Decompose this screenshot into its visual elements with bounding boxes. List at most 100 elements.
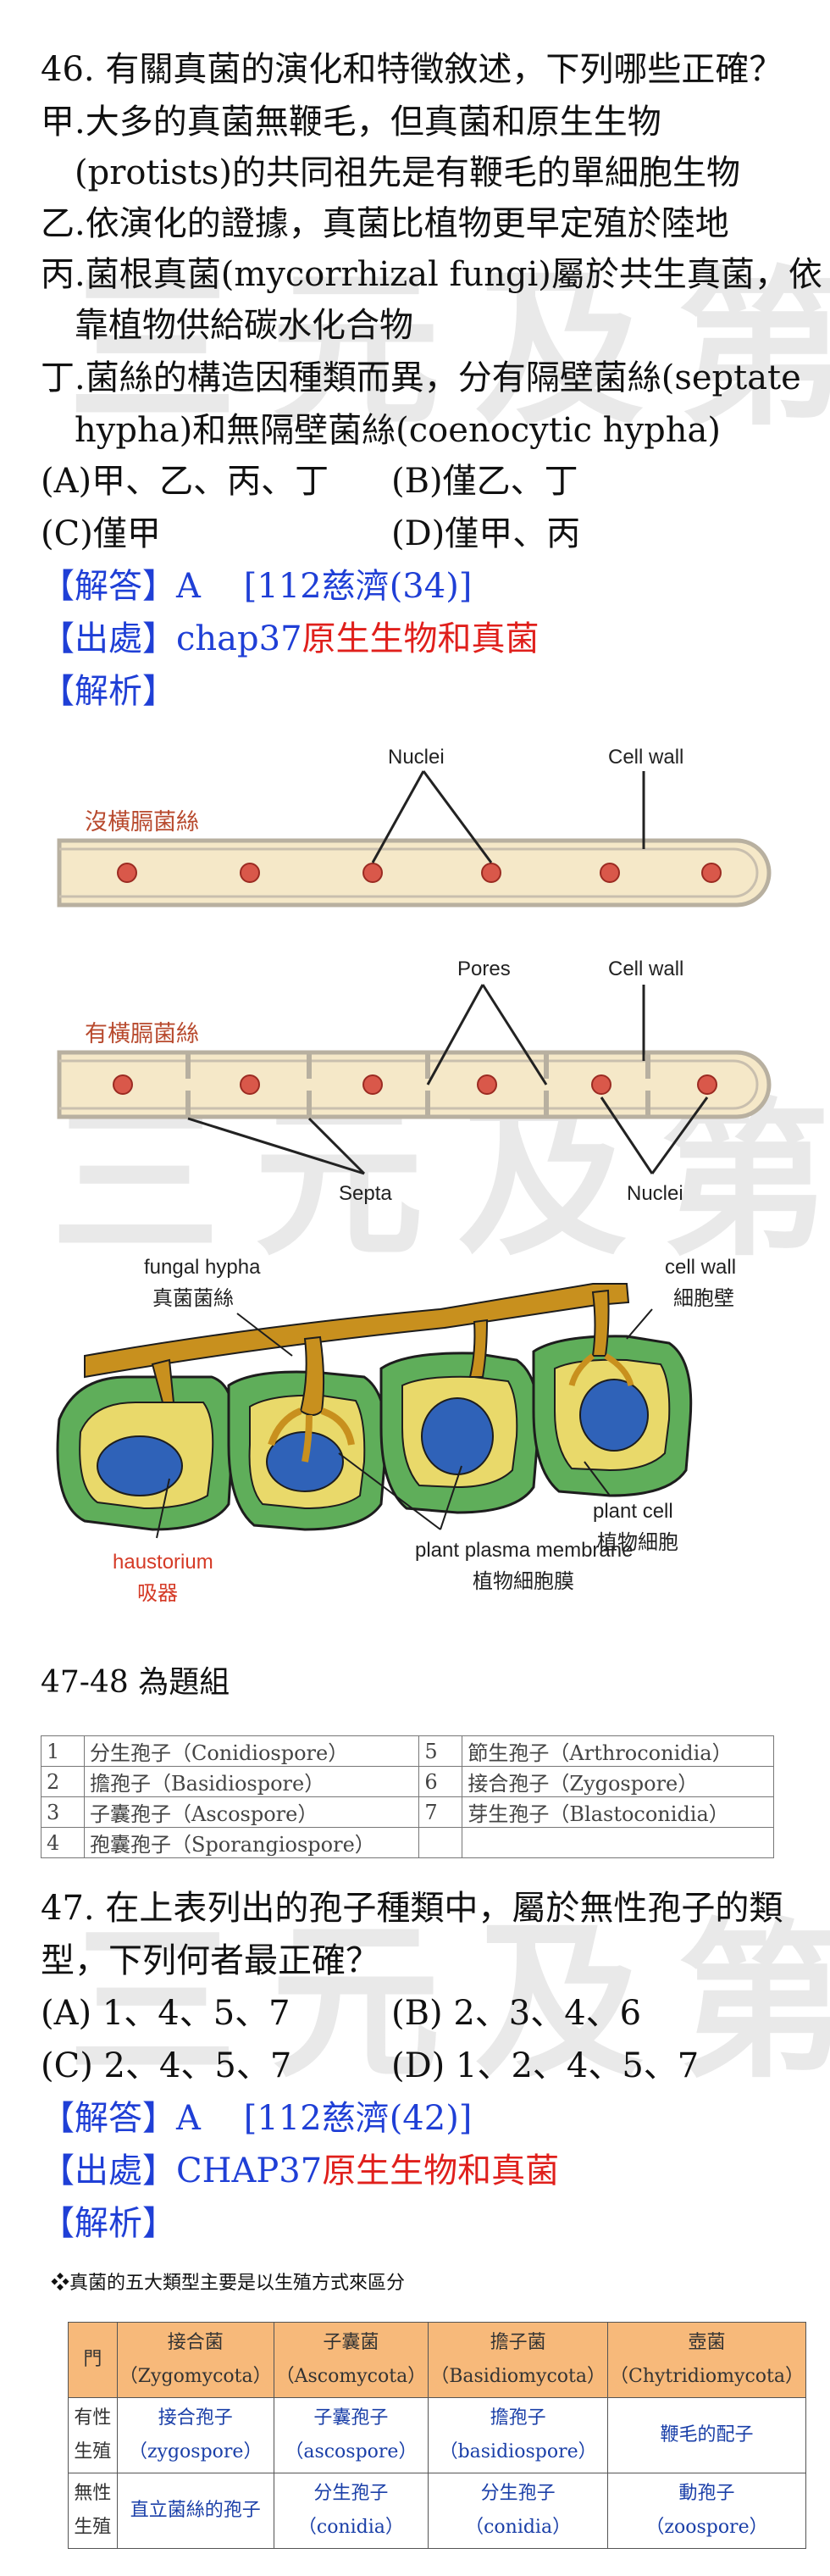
- q46-statement-2: 乙.依演化的證據，真菌比植物更早定殖於陸地: [41, 204, 729, 243]
- answer-value: A: [176, 567, 201, 606]
- question-group-title: 47-48 為題組: [41, 1665, 230, 1700]
- q46-statement-3: 丙.菌根真菌(mycorrhizal fungi)屬於共生真菌，依: [41, 255, 822, 294]
- q46-statement-4: 丁.菌絲的構造因種類而異，分有隔壁菌絲(septate: [41, 358, 801, 397]
- table-cell: 鞭毛的配子: [606, 2397, 807, 2473]
- table-row: 無性生殖 直立菌絲的孢子 分生孢子（conidia） 分生孢子（conidia）…: [68, 2473, 807, 2549]
- plasma-membrane-cn-label: 植物細胞膜: [473, 1570, 574, 1593]
- spore-number: 6: [418, 1766, 463, 1797]
- table-cell: 子囊孢子（ascospore）: [273, 2397, 429, 2473]
- q47-option-c: (C) 2、4、5、7: [41, 2046, 292, 2085]
- nuclei-label: Nuclei: [388, 746, 445, 769]
- q47-stem-cont: 型，下列何者最正確？: [41, 1941, 379, 1980]
- haustorium-diagram: [56, 1283, 693, 1539]
- row-label: 有性生殖: [68, 2397, 118, 2473]
- q46-option-d: (D)僅甲、丙: [391, 514, 581, 553]
- q46-stem: 46. 有關真菌的演化和特徵敘述，下列哪些正確？: [41, 50, 783, 89]
- spore-name: 節生孢子（Arthroconidia）: [462, 1735, 774, 1767]
- source-title: 原生生物和真菌: [302, 619, 540, 658]
- fungi-note: ❖真菌的五大類型主要是以生殖方式來區分: [51, 2273, 406, 2294]
- nucleus: [117, 863, 137, 883]
- source-tag: 【出處】: [41, 2151, 176, 2190]
- spore-number: 1: [41, 1735, 85, 1767]
- q47-explanation-tag: 【解析】: [41, 2204, 176, 2243]
- answer-value: A: [176, 2099, 201, 2138]
- spore-name: 孢囊孢子（Sporangiospore）: [83, 1827, 420, 1858]
- hypha-diagram: [57, 770, 772, 1175]
- header-cell: 擔子菌（Basidiomycota）: [428, 2322, 608, 2398]
- q47-source: 【出處】CHAP37原生生物和真菌: [41, 2149, 559, 2193]
- spore-name: [462, 1827, 774, 1858]
- haustorium-cn-label: 吸器: [137, 1582, 178, 1605]
- nucleus: [362, 1074, 383, 1095]
- fungal-hypha-label: fungal hypha: [144, 1256, 261, 1279]
- header-cell: 接合菌（Zygomycota）: [116, 2322, 274, 2398]
- nucleus: [113, 1074, 133, 1095]
- coenocytic-hypha: [57, 838, 772, 908]
- source-tag: 【出處】: [41, 619, 176, 658]
- row-label: 無性生殖: [68, 2473, 118, 2549]
- watermark: 三元及第: [68, 252, 830, 449]
- watermark: 三元及第: [68, 1904, 830, 2101]
- spore-number: 3: [41, 1796, 85, 1828]
- answer-tag: 【解答】: [41, 567, 176, 606]
- q46-statement-3-cont: 靠植物供給碳水化合物: [75, 306, 413, 345]
- pores-label: Pores: [457, 958, 511, 980]
- header-cell: 子囊菌（Ascomycota）: [273, 2322, 429, 2398]
- cell-wall-en-label: cell wall: [665, 1256, 737, 1279]
- q47-answer: 【解答】A [112慈濟(42)]: [41, 2096, 472, 2140]
- spore-number: 7: [418, 1796, 463, 1828]
- table-row: 有性生殖 接合孢子（zygospore） 子囊孢子（ascospore） 擔孢子…: [68, 2397, 807, 2473]
- answer-source: [112慈濟(34)]: [243, 567, 473, 606]
- table-cell: 直立菌絲的孢子: [116, 2473, 274, 2549]
- haustorium-label: haustorium: [113, 1551, 213, 1574]
- header-cell: 壺菌（Chytridiomycota）: [606, 2322, 807, 2398]
- answer-tag: 【解答】: [41, 2099, 176, 2138]
- coenocytic-label: 沒橫膈菌絲: [85, 809, 199, 836]
- fungal-hypha: [84, 1283, 634, 1463]
- header-cell: 門: [68, 2322, 118, 2398]
- spore-name: 芽生孢子（Blastoconidia）: [462, 1796, 774, 1828]
- spore-name: 擔孢子（Basidiospore）: [83, 1766, 420, 1797]
- fungal-hypha-cn-label: 真菌菌絲: [152, 1287, 234, 1310]
- nucleus: [421, 1397, 494, 1475]
- nucleus: [481, 863, 501, 883]
- q47-option-b: (B) 2、3、4、6: [391, 1994, 642, 2033]
- table-cell: 擔孢子（basidiospore）: [428, 2397, 608, 2473]
- septa-label: Septa: [339, 1182, 392, 1205]
- plant-cell-cn-label: 植物細胞: [597, 1531, 678, 1554]
- nucleus: [240, 1074, 260, 1095]
- table-cell: 接合孢子（zygospore）: [116, 2397, 274, 2473]
- q47-option-d: (D) 1、2、4、5、7: [391, 2046, 700, 2085]
- spore-name: 子囊孢子（Ascospore）: [83, 1796, 420, 1828]
- nucleus: [600, 863, 620, 883]
- q46-statement-1-cont: (protists)的共同祖先是有鞭毛的單細胞生物: [75, 153, 741, 192]
- source-chapter: CHAP37: [176, 2151, 323, 2190]
- table-cell: 動孢子（zoospore）: [606, 2473, 807, 2549]
- nucleus: [591, 1074, 611, 1095]
- nucleus: [697, 1074, 717, 1095]
- nucleus: [477, 1074, 497, 1095]
- q46-option-c: (C)僅甲: [41, 514, 161, 553]
- nuclei-label-2: Nuclei: [627, 1182, 683, 1205]
- q46-source: 【出處】chap37原生生物和真菌: [41, 617, 540, 661]
- septate-label: 有橫膈菌絲: [85, 1021, 199, 1047]
- table-cell: 分生孢子（conidia）: [428, 2473, 608, 2549]
- cell-wall-cn-label: 細胞壁: [673, 1287, 734, 1310]
- spore-name: 分生孢子（Conidiospore）: [83, 1735, 420, 1767]
- q46-statement-4-cont: hypha)和無隔壁菌絲(coenocytic hypha): [75, 411, 721, 450]
- q46-option-a: (A)甲、乙、丙、丁: [41, 462, 329, 501]
- source-chapter: chap37: [176, 619, 302, 658]
- plasma-membrane-label: plant plasma membrane: [415, 1539, 634, 1562]
- spore-number: 2: [41, 1766, 85, 1797]
- cell-wall-label: Cell wall: [608, 746, 684, 769]
- spore-number: 4: [41, 1827, 85, 1858]
- nucleus: [701, 863, 722, 883]
- q46-answer: 【解答】A [112慈濟(34)]: [41, 564, 472, 608]
- septa-group: [185, 1054, 650, 1115]
- nucleus: [579, 1379, 649, 1452]
- fungi-classification-table: 門 接合菌（Zygomycota） 子囊菌（Ascomycota） 擔子菌（Ba…: [68, 2322, 807, 2549]
- spore-name: 接合孢子（Zygospore）: [462, 1766, 774, 1797]
